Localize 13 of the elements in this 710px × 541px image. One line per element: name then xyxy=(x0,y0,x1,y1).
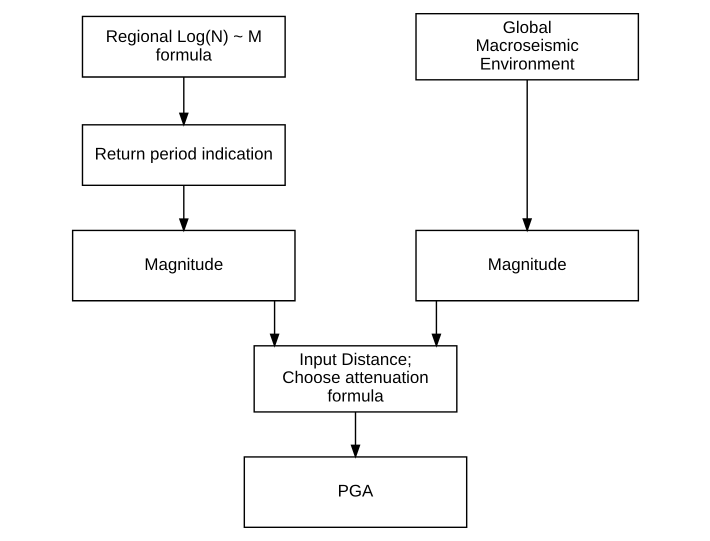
node-box: Input Distance; Choose attenuation formula xyxy=(252,345,458,413)
arrow xyxy=(178,186,188,232)
node-box: Magnitude xyxy=(71,230,296,302)
arrow xyxy=(269,300,280,348)
node-box: Regional Log(N) ~ M formula xyxy=(81,16,286,78)
node-box: Return period indication xyxy=(81,124,286,186)
node-box: Global Macroseismic Environment xyxy=(414,12,639,81)
arrow xyxy=(522,80,532,232)
arrow xyxy=(430,300,441,348)
arrow xyxy=(350,412,360,459)
node-box: PGA xyxy=(243,456,467,528)
node-box: Magnitude xyxy=(414,230,639,302)
arrow xyxy=(178,78,188,127)
